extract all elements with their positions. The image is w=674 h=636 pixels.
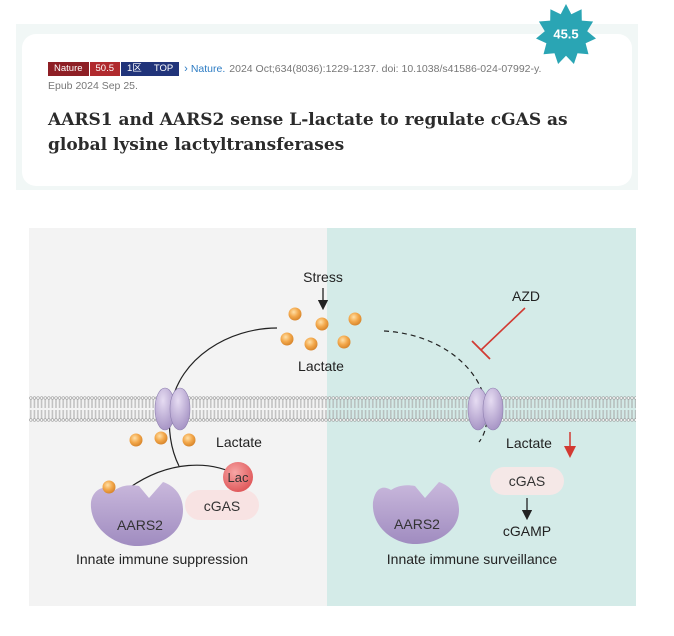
star-badge-icon [536, 4, 596, 64]
cgas-right-label: cGAS [509, 473, 546, 489]
impact-factor-badge: 50.5 [89, 62, 121, 76]
azd-label: AZD [512, 288, 540, 304]
journal-link[interactable]: Nature. [190, 63, 226, 75]
extracellular-lactate [280, 307, 362, 351]
lac-label: Lac [228, 470, 249, 485]
aars2-left-enzyme [90, 482, 183, 546]
score-badge: 45.5 [536, 4, 596, 64]
paper-title: AARS1 and AARS2 sense L-lactate to regul… [48, 110, 568, 155]
citation-text: 2024 Oct;634(8036):1229-1237. doi: 10.10… [229, 63, 542, 75]
cgas-right-box [490, 467, 564, 495]
graphical-abstract: Stress Lactate AZD Lactate cGAS Lac A [29, 228, 636, 606]
lactate-right-label: Lactate [506, 435, 552, 451]
lactate-top-label: Lactate [298, 358, 344, 374]
bound-lactate [102, 480, 116, 494]
stress-label: Stress [303, 269, 343, 285]
journal-badge: Nature [48, 62, 89, 76]
caption-right: Innate immune surveillance [387, 551, 558, 567]
left-transporter-channel [154, 387, 191, 431]
caption-left: Innate immune suppression [76, 551, 248, 567]
top-badge: TOP [147, 62, 180, 76]
cell-membrane [29, 396, 636, 422]
citation-card [22, 34, 632, 186]
chevron-right-icon: › [184, 63, 188, 75]
cgamp-label: cGAMP [503, 523, 551, 539]
azd-inhibition-bar [471, 340, 491, 360]
lactate-left-label: Lactate [216, 434, 262, 450]
quartile-badge: 1区 [121, 62, 148, 76]
azd-inhibition-line [480, 307, 526, 351]
intracellular-lactate [129, 431, 196, 447]
epub-date: Epub 2024 Sep 25. [48, 80, 138, 92]
aars2-right-label: AARS2 [394, 516, 440, 532]
cgas-left-box [185, 490, 259, 520]
score-value: 45.5 [553, 27, 578, 42]
lac-modification [223, 462, 253, 492]
right-transporter-channel [467, 387, 504, 431]
citation-line: Nature 50.5 1区 TOP › Nature. 2024 Oct;63… [48, 62, 541, 76]
aars2-right-enzyme [372, 482, 459, 544]
cgas-left-label: cGAS [204, 498, 241, 514]
aars2-left-label: AARS2 [117, 517, 163, 533]
